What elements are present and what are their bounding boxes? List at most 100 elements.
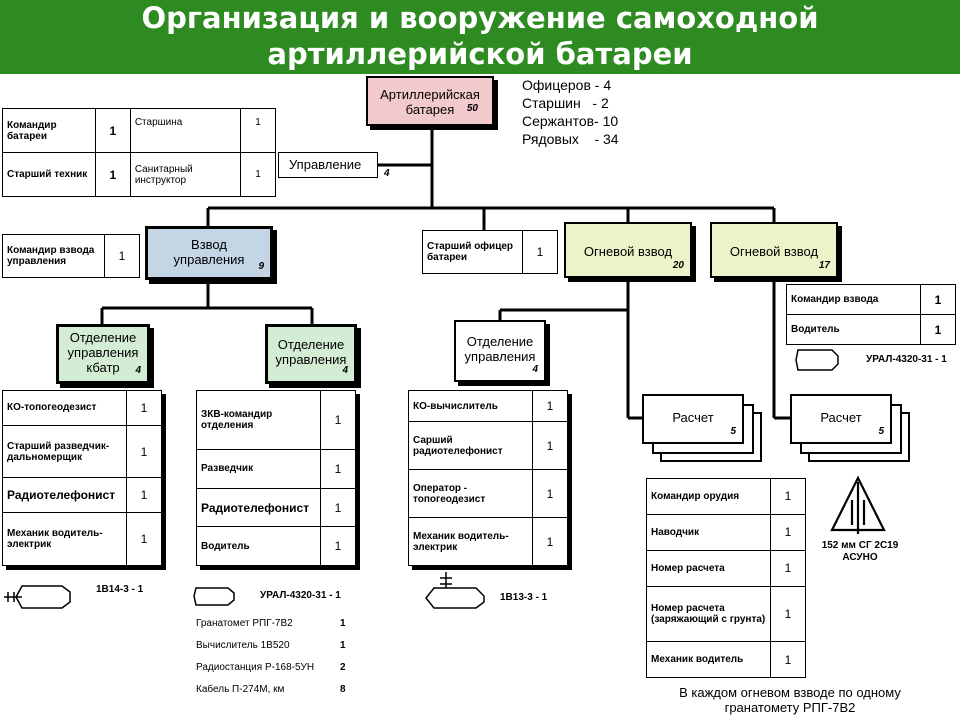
- section-label-2: управления: [464, 349, 536, 364]
- driver-count: 1: [920, 314, 956, 345]
- crew-count: 1: [532, 421, 568, 471]
- fire-platoon-count: 17: [818, 260, 830, 271]
- crew-count: 1: [770, 549, 806, 587]
- management-label: Управление: [289, 157, 362, 172]
- fire-platoon-label: Огневой взвод: [729, 244, 819, 259]
- crew-role: Номер расчета: [646, 549, 771, 587]
- commander-count: 1: [920, 284, 956, 315]
- crew-role: Механик водитель: [646, 641, 771, 678]
- armament-count: 2: [340, 662, 346, 673]
- crew-role: Радиотелефонист: [196, 487, 321, 528]
- control-platoon-count: 9: [258, 261, 264, 272]
- section-count: 4: [532, 364, 538, 375]
- raschet-node-1: Расчет 5: [642, 394, 744, 444]
- section-control-node: Отделение управления 4: [265, 324, 357, 384]
- fire-platoon-label: Огневой взвод: [583, 244, 673, 259]
- senior-officer-role: Старший офицер батареи: [422, 230, 523, 274]
- armament-item: Вычислитель 1В520 1: [196, 640, 346, 651]
- control-vehicle: УРАЛ-4320-31 - 1: [260, 590, 341, 601]
- crew-role: Водитель: [196, 526, 321, 566]
- crew-count: 1: [770, 585, 806, 643]
- hq-count: 1: [94, 108, 131, 153]
- armament-name: Вычислитель 1В520: [196, 640, 290, 651]
- crew-count: 1: [770, 641, 806, 678]
- armament-name: Гранатомет РПГ-7В2: [196, 618, 293, 629]
- section-label-1: Отделение: [277, 337, 345, 352]
- crew-role: ЗКВ-командир отделения: [196, 389, 321, 451]
- raschet-label: Расчет: [672, 410, 714, 425]
- section-kbatr-node: Отделение управления кбатр 4: [56, 324, 150, 384]
- bottom-note-line-2: гранатомету РПГ-7В2: [724, 700, 856, 715]
- title-line-1: Организация и вооружение самоходной: [141, 1, 819, 35]
- crew-role: Номер расчета (заряжающий с грунта): [646, 585, 771, 643]
- hq-role: Старший техник: [2, 152, 96, 197]
- section-count: 4: [135, 365, 141, 376]
- crew-count: 1: [532, 469, 568, 519]
- section-label-2: управления: [67, 345, 139, 360]
- title-banner: Организация и вооружение самоходной арти…: [0, 0, 960, 74]
- crew-role: Радиотелефонист: [2, 477, 127, 514]
- hq-role: Командир батареи: [2, 108, 96, 153]
- title-line-2: артиллерийской батареи: [267, 37, 693, 71]
- armament-item: Кабель П-274М, км 8: [196, 684, 346, 695]
- battery-count: 50: [466, 103, 478, 114]
- personnel-stats: Офицеров - 4 Старшин - 2 Сержантов- 10 Р…: [522, 76, 619, 148]
- kbatr-vehicle: 1В14-3 - 1: [96, 584, 144, 595]
- battery-node: Артиллерийская батарея 50: [366, 76, 494, 126]
- battery-label-1: Артиллерийская: [380, 87, 480, 102]
- crew-role: Механик водитель-электрик: [408, 517, 533, 566]
- raschet-node-2: Расчет 5: [790, 394, 892, 444]
- commander-role: Командир взвода: [786, 284, 921, 315]
- bottom-note-line-1: В каждом огневом взводе по одному: [679, 685, 901, 700]
- armament-name: Кабель П-274М, км: [196, 684, 285, 695]
- raschet-label: Расчет: [820, 410, 862, 425]
- crew-count: 1: [532, 389, 568, 423]
- hq-count: 1: [240, 152, 276, 197]
- section-label-3: кбатр: [86, 360, 120, 375]
- fire-platoon-node-2: Огневой взвод 17: [710, 222, 838, 278]
- crew-count: 1: [320, 526, 356, 566]
- fire-platoon-node-1: Огневой взвод 20: [564, 222, 692, 278]
- stat-officers: Офицеров - 4: [522, 77, 612, 93]
- armament-count: 1: [340, 640, 346, 651]
- crew-role: КО-топогеодезист: [2, 390, 127, 426]
- hq-count: 1: [240, 108, 276, 153]
- senior-officer-table: Старший офицер батареи 1: [422, 230, 558, 274]
- crew-role: Наводчик: [646, 513, 771, 551]
- driver-role: Водитель: [786, 314, 921, 345]
- crew-count: 1: [320, 449, 356, 489]
- stat-privates: Рядовых - 34: [522, 131, 619, 147]
- crew-count: 1: [126, 512, 162, 566]
- crew-count: 1: [320, 487, 356, 528]
- armament-count: 8: [340, 684, 346, 695]
- battery-label-2: батарея: [405, 102, 455, 117]
- crew-role: КО-вычислитель: [408, 389, 533, 423]
- senior-officer-count: 1: [522, 230, 558, 274]
- management-count: 4: [384, 168, 390, 179]
- section-count: 4: [342, 365, 348, 376]
- armament-item: Гранатомет РПГ-7В2 1: [196, 618, 346, 629]
- crew-count: 1: [770, 478, 806, 515]
- armament-name: Радиостанция Р-168-5УН: [196, 662, 315, 673]
- hq-role: Старшина: [129, 108, 242, 153]
- control-platoon-label-1: Взвод: [191, 237, 227, 252]
- crew-role: Механик водитель-электрик: [2, 512, 127, 566]
- section-label-2: управления: [275, 352, 347, 367]
- fire-platoon-vehicle: УРАЛ-4320-31 - 1: [866, 354, 947, 365]
- stat-sergeants: Сержантов- 10: [522, 113, 619, 129]
- bottom-note: В каждом огневом взводе по одному гранат…: [640, 685, 940, 715]
- fire-control-vehicle: 1В13-3 - 1: [500, 592, 548, 603]
- crew-role: Разведчик: [196, 449, 321, 489]
- armament-item: Радиостанция Р-168-5УН 2: [196, 662, 346, 673]
- crew-count: 1: [126, 477, 162, 514]
- stat-sergeant-majors: Старшин - 2: [522, 95, 609, 111]
- section-label-1: Отделение: [466, 334, 534, 349]
- crew-role: Оператор - топогеодезист: [408, 469, 533, 519]
- howitzer-line-1: 152 мм СГ 2С19: [821, 540, 899, 551]
- crew-count: 1: [126, 390, 162, 426]
